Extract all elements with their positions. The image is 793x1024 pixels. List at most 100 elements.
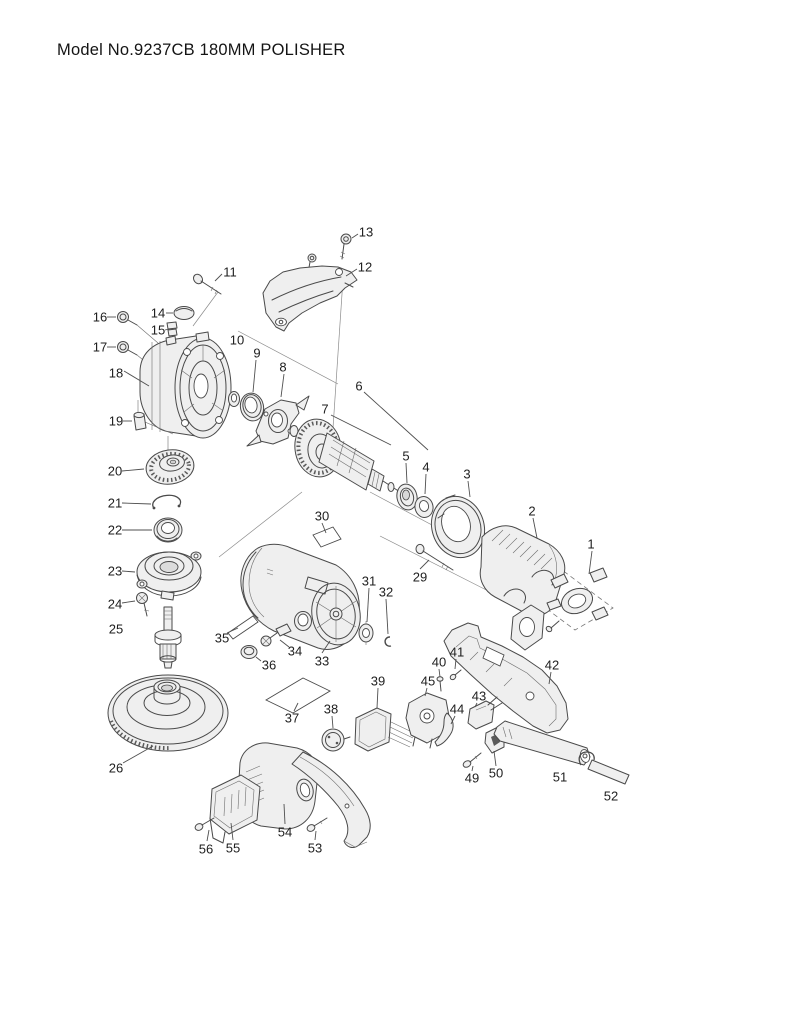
part-45-leader (424, 687, 428, 697)
part-35-label: 35 (215, 631, 229, 646)
part-44-leader (450, 715, 456, 725)
part-13-drawing (339, 233, 352, 260)
part-32-leader (385, 598, 389, 635)
part-42-drawing (443, 622, 569, 734)
part-36-label: 36 (262, 658, 276, 673)
part-24-label: 24 (108, 597, 122, 612)
part-12-drawing (262, 265, 358, 332)
part-39-leader (376, 687, 379, 709)
part-49-leader (471, 765, 474, 772)
part-1-label: 1 (587, 537, 594, 552)
part-8-leader (280, 373, 285, 398)
page-title: Model No.9237CB 180MM POLISHER (57, 41, 346, 59)
part-26-label: 26 (109, 761, 123, 776)
part-35-drawing (227, 615, 259, 640)
part-36-leader (255, 656, 262, 662)
part-30-leader (321, 522, 327, 534)
head-cover-screw-icon (307, 253, 317, 274)
part-43-leader (474, 702, 478, 708)
part-23-leader (121, 570, 136, 573)
part-6-label: 6 (355, 379, 362, 394)
part-44-label: 44 (450, 702, 464, 717)
part-43-drawing (467, 696, 503, 730)
part-32-label: 32 (379, 585, 393, 600)
part-41-label: 41 (450, 645, 464, 660)
part-18-label: 18 (109, 366, 123, 381)
part-4-drawing (414, 496, 434, 518)
part-37-label: 37 (285, 711, 299, 726)
part-34-drawing (260, 623, 292, 647)
part-5-leader (405, 462, 408, 484)
part-29-drawing (415, 543, 454, 571)
part-13-label: 13 (359, 225, 373, 240)
part-1-drawing (545, 567, 609, 633)
part-33-leader (321, 640, 331, 654)
part-43-label: 43 (472, 689, 486, 704)
part-7-drawing (289, 418, 406, 496)
baffle-plate-drawing (510, 604, 545, 651)
part-49-label: 49 (465, 771, 479, 786)
part-9-drawing (228, 391, 265, 422)
part-38-drawing (321, 728, 351, 752)
part-20-leader (121, 468, 145, 472)
part-6-leader (363, 391, 429, 451)
part-12-leader (345, 268, 358, 277)
part-5-label: 5 (402, 449, 409, 464)
part-15-drawing (166, 321, 178, 337)
part-15-label: 15 (151, 323, 165, 338)
part-21-drawing (152, 494, 182, 510)
part-19-label: 19 (109, 414, 123, 429)
part-2-leader (532, 517, 538, 539)
part-50-label: 50 (489, 766, 503, 781)
part-41-drawing (449, 669, 462, 681)
part-55-label: 55 (226, 841, 240, 856)
part-40-label: 40 (432, 655, 446, 670)
part-37-leader (293, 702, 299, 712)
part-24-leader (121, 600, 136, 604)
part-17-label: 17 (93, 340, 107, 355)
part-39-drawing (354, 707, 415, 752)
part-23-drawing (136, 551, 202, 601)
part-10-label: 10 (230, 333, 244, 348)
part-30-drawing (312, 526, 342, 548)
part-31-drawing (358, 621, 374, 645)
part-26-drawing (107, 674, 229, 752)
part-30-label: 30 (315, 509, 329, 524)
part-40-leader (438, 668, 441, 678)
part-7-label: 7 (321, 402, 328, 417)
part-31-label: 31 (362, 574, 376, 589)
part-20-label: 20 (108, 464, 122, 479)
part-23-label: 23 (108, 564, 122, 579)
part-42-label: 42 (545, 658, 559, 673)
part-53-leader (314, 830, 317, 841)
part-4-label: 4 (422, 460, 429, 475)
part-45-drawing (405, 692, 450, 749)
part-9-leader (252, 359, 257, 393)
part-39-label: 39 (371, 674, 385, 689)
part-22-drawing (153, 517, 183, 543)
part-22-label: 22 (108, 523, 122, 538)
part-53-drawing (306, 817, 328, 832)
part-33-label: 33 (315, 654, 329, 669)
part-21-leader (121, 502, 152, 505)
part-53-label: 53 (308, 841, 322, 856)
part-55-leader (230, 822, 234, 841)
part-3-leader (467, 480, 471, 498)
part-8-drawing (246, 395, 310, 447)
part-38-leader (331, 715, 334, 729)
part-56-drawing (194, 817, 215, 831)
part-4-leader (424, 473, 427, 495)
part-25-drawing (154, 606, 182, 669)
part-42-leader (548, 671, 552, 685)
part-3-drawing (430, 494, 486, 559)
part-2-label: 2 (528, 504, 535, 519)
part-34-label: 34 (288, 644, 302, 659)
part-25-label: 25 (109, 622, 123, 637)
part-26-leader (122, 745, 154, 764)
part-55-drawing (209, 774, 261, 844)
part-37-drawing (265, 677, 331, 714)
part-11-leader (214, 273, 223, 282)
part-14-label: 14 (151, 306, 165, 321)
part-16-drawing (117, 311, 159, 344)
